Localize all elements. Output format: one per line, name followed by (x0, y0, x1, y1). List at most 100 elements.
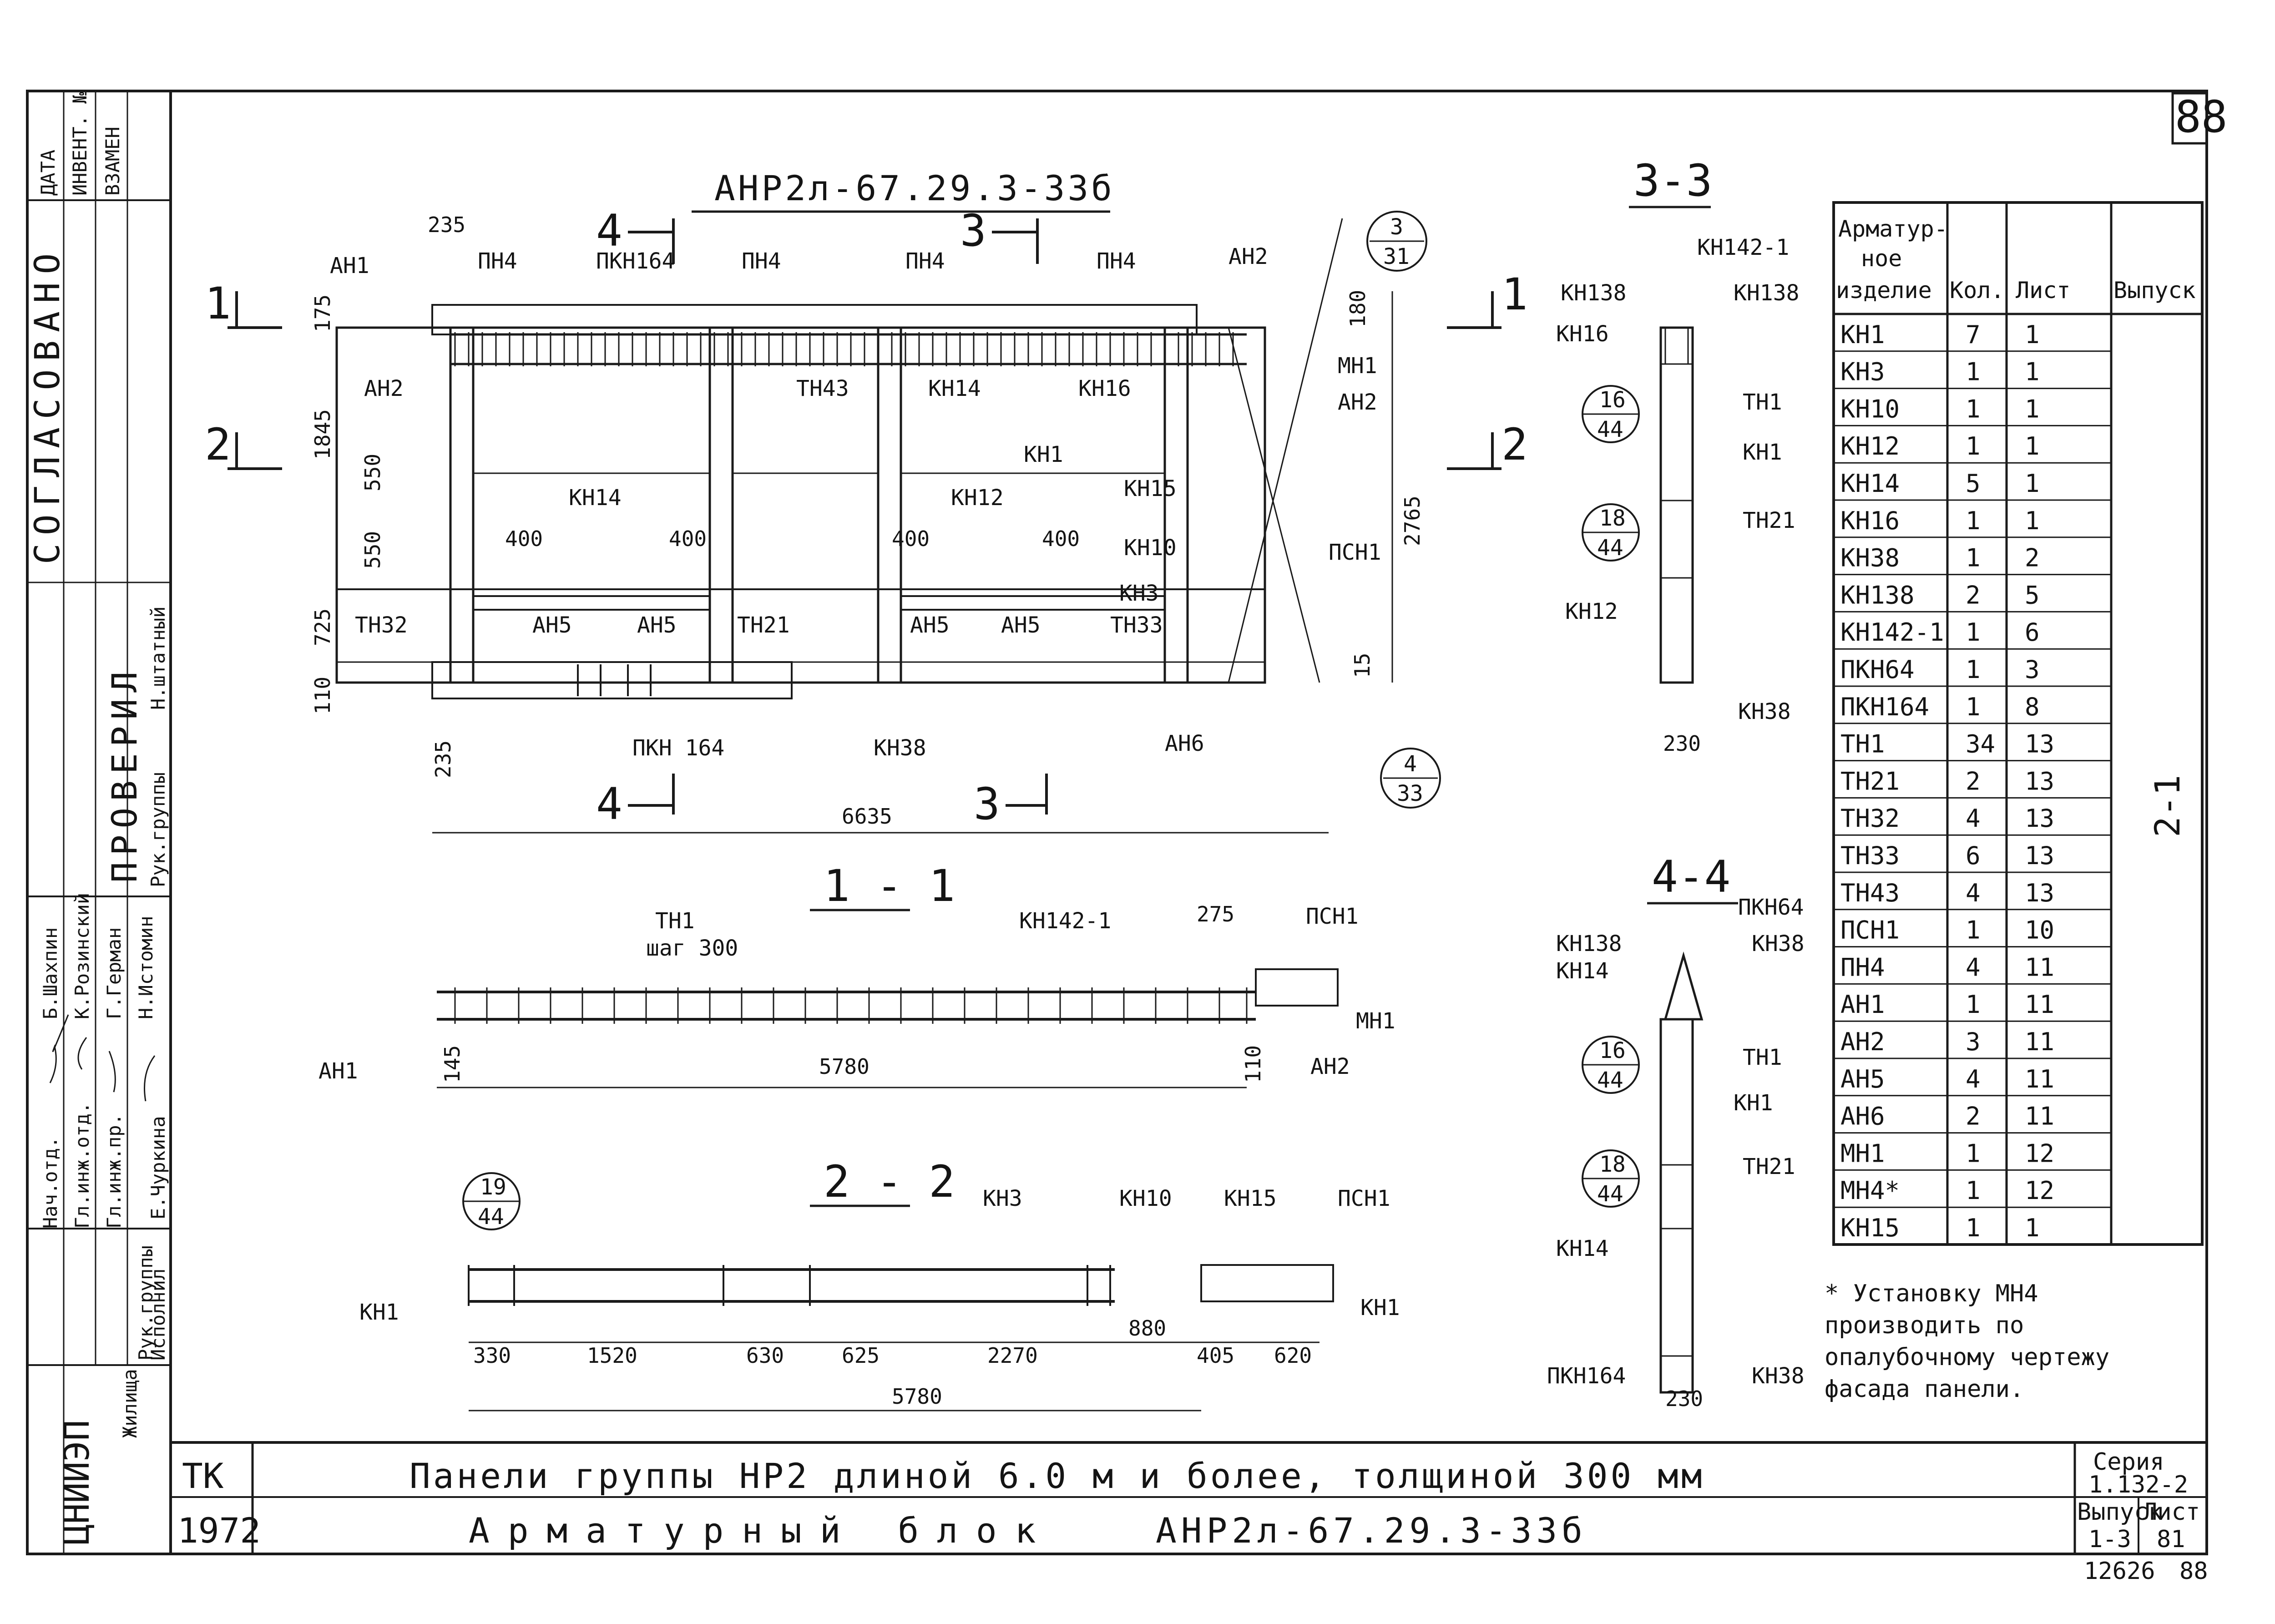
dim-235-top: 235 (428, 212, 465, 237)
s22-label-kn10: КН10 (1119, 1186, 1172, 1211)
schedule-cell-qty: 2 (1966, 1102, 1981, 1131)
s33-label-kn1: КН1 (1743, 440, 1782, 465)
schedule-cell-sheet: 12 (2025, 1176, 2054, 1205)
s33-label-kn38: КН38 (1738, 699, 1791, 724)
dim-400-c: 400 (892, 526, 930, 551)
section-2-2-title: 2 - 2 (824, 1156, 955, 1207)
section-mark-1-left: 1 (205, 278, 282, 329)
label-pn4-a: ПН4 (478, 248, 517, 274)
callout-4-33: 4 33 (1380, 748, 1441, 809)
schedule-cell-qty: 2 (1966, 767, 1981, 795)
svg-text:16: 16 (1599, 387, 1626, 413)
schedule-cell-sheet: 2 (2025, 544, 2040, 572)
schedule-cell-qty: 1 (1966, 544, 1981, 572)
schedule-cell-item: КН38 (1840, 544, 1900, 572)
svg-text:33: 33 (1397, 781, 1423, 806)
schedule-header-sheet: Лист (2016, 277, 2070, 304)
s11-label-step: шаг 300 (646, 936, 738, 961)
section-2-2: 2 - 2 19 44 КН3 КН10 КН15 ПСН1 КН1 КН1 3… (359, 1156, 1400, 1412)
s44-label-tn21: ТН21 (1743, 1154, 1795, 1179)
schedule-cell-qty: 1 (1966, 693, 1981, 721)
s22-dim-620: 620 (1274, 1343, 1312, 1368)
schedule-cell-item: ТН32 (1840, 804, 1900, 833)
s22-dim-2270: 2270 (987, 1343, 1038, 1368)
svg-text:3: 3 (974, 779, 1000, 830)
sheet-number: 88 (2175, 91, 2228, 142)
section-3-3-title: 3-3 (1633, 155, 1712, 206)
s22-dim-5780: 5780 (892, 1384, 942, 1409)
label-pn4-b: ПН4 (742, 248, 781, 274)
svg-text:44: 44 (1597, 535, 1623, 561)
schedule-cell-qty: 1 (1966, 1139, 1981, 1168)
svg-text:44: 44 (1597, 1181, 1623, 1207)
label-pn4-c: ПН4 (905, 248, 945, 274)
s33-label-kn142: КН142-1 (1697, 235, 1789, 260)
schedule-cell-item: АН6 (1840, 1102, 1885, 1131)
label-an1: АН1 (330, 253, 369, 278)
series-label: Серия (2093, 1448, 2164, 1476)
schedule-cell-item: ПН4 (1840, 953, 1885, 981)
schedule-cell-qty: 1 (1966, 432, 1981, 460)
dim-400-b: 400 (669, 526, 707, 551)
label-kn16: КН16 (1078, 376, 1131, 401)
schedule-cell-sheet: 13 (2025, 767, 2054, 795)
s44-callout-18-44: 18 44 (1582, 1149, 1640, 1208)
s22-label-psn1: ПСН1 (1338, 1186, 1390, 1211)
s44-callout-16-44: 16 44 (1582, 1036, 1640, 1094)
s44-label-kn138: КН138 (1556, 931, 1622, 956)
s33-label-tn1: ТН1 (1743, 390, 1782, 415)
callout-3-31: 3 31 (1366, 211, 1427, 272)
schedule-cell-sheet: 1 (2025, 432, 2040, 460)
section-mark-4-top: 4 (596, 205, 675, 264)
schedule-cell-item: КН16 (1840, 506, 1900, 535)
s33-label-kn138-left: КН138 (1561, 280, 1627, 306)
s11-label-tn1: ТН1 (655, 908, 695, 934)
schedule-cell-item: ТН1 (1840, 730, 1885, 759)
label-an2-left: АН2 (364, 376, 404, 401)
note-line-2: опалубочному чертежу (1825, 1344, 2109, 1371)
label-an2-top: АН2 (1228, 244, 1268, 269)
schedule-cell-qty: 1 (1966, 1176, 1981, 1205)
label-kn10: КН10 (1124, 535, 1177, 561)
sheet-value: 81 (2157, 1526, 2185, 1553)
dim-110: 110 (310, 677, 335, 714)
section-3-3: 3-3 КН142-1 КН138 КН138 КН16 ТН1 КН1 ТН2… (1556, 155, 1800, 756)
approval-inventory: ИНВЕНТ. № (69, 92, 91, 196)
schedule-cell-sheet: 12 (2025, 1139, 2054, 1168)
s44-label-kn1: КН1 (1734, 1090, 1773, 1116)
label-an5-c: АН5 (910, 612, 950, 638)
s22-label-kn1-right: КН1 (1360, 1295, 1400, 1320)
label-kn12: КН12 (951, 485, 1004, 511)
dim-400-d: 400 (1042, 526, 1080, 551)
label-an5-b: АН5 (637, 612, 677, 638)
label-pkn164-bottom: ПКН 164 (632, 735, 724, 761)
checked-role-0: Рук.группы (147, 772, 169, 887)
schedule-cell-qty: 5 (1966, 469, 1981, 498)
section-mark-3-top: 3 (960, 205, 1039, 264)
s22-dim-630: 630 (746, 1343, 784, 1368)
label-pn4-d: ПН4 (1097, 248, 1136, 274)
svg-text:44: 44 (1597, 417, 1623, 442)
schedule-cell-sheet: 11 (2025, 1065, 2054, 1093)
s22-label-kn15: КН15 (1224, 1186, 1277, 1211)
s22-callout: 19 44 (462, 1172, 521, 1230)
checked-role-1: Н.штатный (147, 606, 169, 710)
signer-name-1: К.Розинский (71, 893, 93, 1019)
schedule-cell-sheet: 3 (2025, 655, 2040, 684)
svg-text:1: 1 (205, 278, 231, 329)
signer-name-3: Н.Истомин (135, 916, 157, 1019)
sheet-frame (26, 90, 2208, 1555)
s44-label-pkn64: ПКН64 (1738, 895, 1804, 920)
section-mark-4-bottom: 4 (596, 774, 675, 830)
note-line-0: * Установку МН4 (1825, 1280, 2038, 1307)
schedule-cell-item: АН1 (1840, 990, 1885, 1019)
s33-callout-16-44: 16 44 (1582, 385, 1640, 443)
svg-text:44: 44 (1597, 1067, 1623, 1093)
s44-label-pkn164: ПКН164 (1547, 1363, 1626, 1389)
schedule-cell-item: КН14 (1840, 469, 1900, 498)
schedule-cell-qty: 1 (1966, 916, 1981, 945)
stamp-dept: Жилища (119, 1369, 141, 1438)
schedule-header-item-3: изделие (1836, 277, 1932, 304)
label-mn1: МН1 (1338, 353, 1377, 379)
svg-text:2: 2 (205, 419, 231, 470)
